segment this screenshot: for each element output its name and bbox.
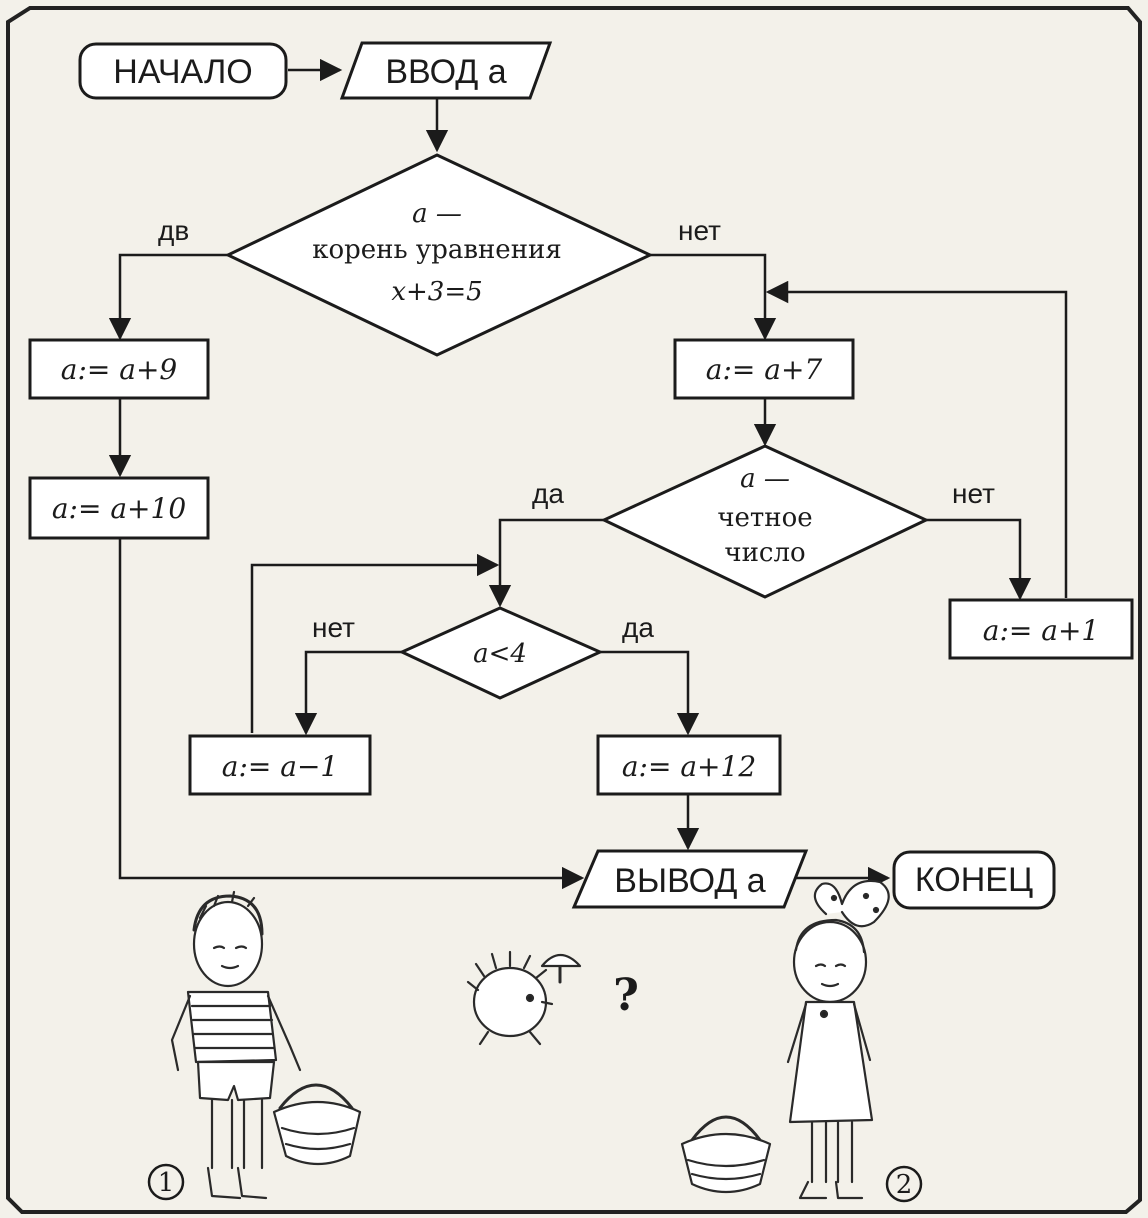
assign-plus9-block: a:= a+9 — [30, 340, 208, 398]
child-number-1: 1 — [158, 1168, 175, 1198]
decision-root-of-equation: a — корень уравнения x+3=5 — [228, 155, 650, 355]
input-label: ВВОД a — [385, 53, 506, 91]
end-block: КОНЕЦ — [894, 852, 1054, 908]
decision2-line1: a — — [740, 464, 790, 494]
output-block: ВЫВОД a — [574, 851, 806, 907]
assign-plus1-block: a:= a+1 — [950, 600, 1132, 658]
assign-plus12-label: a:= a+12 — [622, 750, 756, 783]
start-block: НАЧАЛО — [80, 44, 286, 98]
assign-plus9-label: a:= a+9 — [61, 353, 177, 386]
branch-label-d3-yes: да — [622, 612, 654, 643]
start-label: НАЧАЛО — [113, 53, 252, 91]
child-number-2-badge: 2 — [887, 1167, 921, 1201]
assign-plus7-block: a:= a+7 — [675, 340, 853, 398]
decision3-label: a<4 — [473, 639, 527, 669]
assign-plus7-label: a:= a+7 — [706, 353, 823, 386]
basket-figure — [682, 1117, 770, 1192]
input-block: ВВОД a — [342, 43, 550, 98]
question-mark: ? — [613, 970, 639, 1021]
decision-less-than-4: a<4 — [402, 608, 600, 698]
hedgehog-figure — [468, 952, 580, 1044]
assign-minus1-label: a:= a−1 — [222, 750, 338, 783]
girl-with-bow-figure — [788, 881, 889, 1198]
boy-with-basket-figure — [172, 892, 360, 1198]
assign-plus12-block: a:= a+12 — [598, 736, 780, 794]
assign-minus1-block: a:= a−1 — [190, 736, 370, 794]
assign-plus10-label: a:= a+10 — [52, 492, 186, 525]
output-label: ВЫВОД a — [614, 862, 765, 900]
branch-label-d2-no: нет — [952, 478, 995, 509]
end-label: КОНЕЦ — [915, 861, 1033, 899]
child-number-2: 2 — [896, 1170, 913, 1200]
branch-label-d2-yes: да — [532, 478, 564, 509]
branch-label-d1-no: нет — [678, 215, 721, 246]
decision1-line2: корень уравнения — [312, 235, 562, 265]
child-number-1-badge: 1 — [149, 1165, 183, 1199]
assign-plus1-label: a:= a+1 — [983, 614, 1099, 647]
branch-label-d1-yes: дв — [158, 215, 189, 246]
decision1-line1: a — — [412, 199, 462, 229]
branch-label-d3-no: нет — [312, 612, 355, 643]
decision1-line3: x+3=5 — [391, 277, 482, 307]
decision-even-number: a — четное число — [604, 446, 926, 597]
decision2-line2: четное — [717, 503, 812, 533]
assign-plus10-block: a:= a+10 — [30, 478, 208, 538]
decision2-line3: число — [724, 538, 805, 568]
